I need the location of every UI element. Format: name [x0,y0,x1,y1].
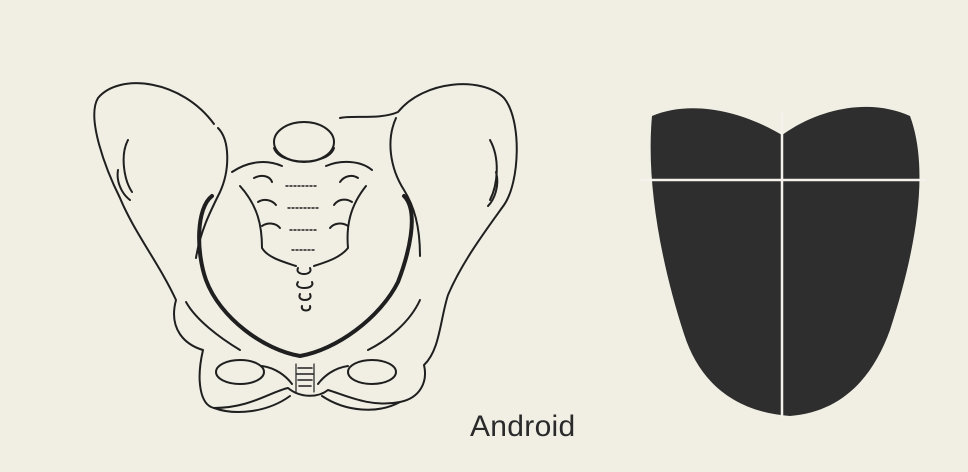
pelvic-inlet-shape-icon [640,107,926,418]
pelvis-drawing-icon [94,83,516,412]
figure-caption: Android [470,410,576,444]
